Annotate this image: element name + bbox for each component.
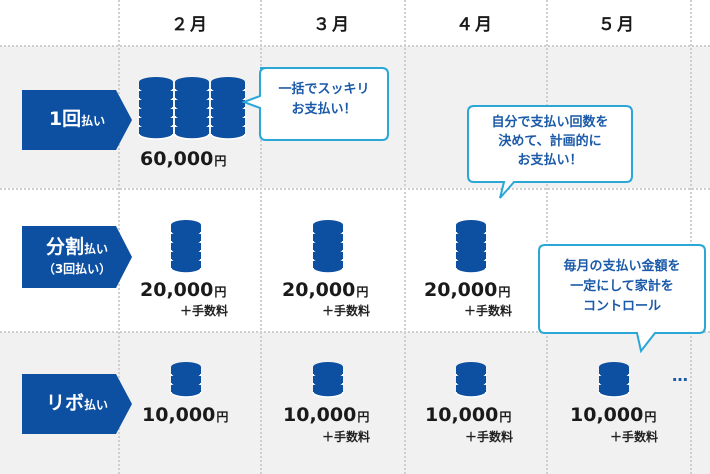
- coin-stack: [312, 220, 344, 274]
- label-arrow-shape: [22, 374, 132, 434]
- bubble-line: コントロール: [582, 299, 661, 315]
- fee-revo-apr: ＋手数料: [465, 430, 514, 444]
- bubble-shape: [241, 67, 389, 141]
- row-label-main: 分割: [45, 235, 84, 258]
- amount-revo-may: 10,000円: [570, 404, 657, 426]
- grid-line: [690, 0, 692, 474]
- coin-stack: [312, 362, 344, 398]
- row-label-sub: 払い: [84, 398, 109, 413]
- coin-stack: [174, 77, 210, 140]
- coin-stack: [598, 362, 630, 398]
- bubble-line: 自分で支払い回数を: [491, 115, 609, 130]
- row-label-sub: 払い: [81, 114, 106, 129]
- grid-line: [0, 331, 710, 333]
- amount-once-feb: 60,000円: [140, 148, 227, 170]
- grid-line: [0, 188, 710, 190]
- row-label-main: リボ: [45, 392, 84, 415]
- month-header-may: ５月: [598, 15, 636, 35]
- row-label-once: 1回払い: [22, 90, 132, 150]
- coin-stack: [170, 220, 202, 274]
- row-label-sub: 払い: [83, 241, 108, 256]
- amount-revo-mar: 10,000円: [283, 404, 370, 426]
- row-label-revo: リボ払い: [22, 374, 132, 434]
- bubble-revo: 毎月の支払い金額を 一定にして家計を コントロール: [537, 243, 707, 354]
- label-arrow-shape: [22, 226, 132, 288]
- coin-stack: [170, 362, 202, 398]
- bubble-shape: [538, 244, 706, 354]
- fee-split-mar: ＋手数料: [322, 304, 371, 318]
- grid-line: [404, 0, 406, 474]
- coin-stack: [210, 77, 246, 140]
- continuation-ellipsis: …: [672, 366, 690, 385]
- amount-split-feb: 20,000円: [140, 279, 227, 301]
- bubble-line: 毎月の支払い金額を: [563, 259, 681, 274]
- grid-line: [0, 45, 710, 47]
- bubble-line: 決めて、計画的に: [498, 133, 602, 149]
- bubble-line: 一定にして家計を: [570, 279, 674, 295]
- bubble-split: 自分で支払い回数を 決めて、計画的に お支払い！: [466, 104, 634, 200]
- fee-revo-mar: ＋手数料: [322, 430, 371, 444]
- amount-revo-apr: 10,000円: [425, 404, 512, 426]
- month-header-mar: ３月: [313, 15, 351, 35]
- fee-split-apr: ＋手数料: [464, 304, 513, 318]
- bubble-line: 一括でスッキリ: [278, 82, 370, 97]
- label-arrow-shape: [22, 90, 132, 150]
- month-header-apr: ４月: [456, 15, 494, 35]
- row-label-detail: （3回払い）: [42, 261, 112, 276]
- fee-revo-may: ＋手数料: [610, 430, 659, 444]
- bubble-line: お支払い！: [517, 152, 583, 168]
- row-label-main: 1回: [48, 108, 82, 131]
- coin-stack: [455, 362, 487, 398]
- fee-split-feb: ＋手数料: [180, 304, 229, 318]
- bubble-once: 一括でスッキリ お支払い！: [240, 66, 390, 142]
- amount-split-apr: 20,000円: [424, 279, 511, 301]
- coin-stack: [455, 220, 487, 274]
- row-label-split: 分割払い （3回払い）: [22, 226, 132, 288]
- bubble-line: お支払い！: [291, 101, 357, 117]
- grid-line: [546, 0, 548, 474]
- month-header-feb: ２月: [171, 15, 209, 35]
- bubble-shape: [467, 105, 633, 199]
- coin-stack: [138, 77, 174, 140]
- amount-revo-feb: 10,000円: [142, 404, 229, 426]
- amount-split-mar: 20,000円: [282, 279, 369, 301]
- grid-line: [260, 0, 262, 474]
